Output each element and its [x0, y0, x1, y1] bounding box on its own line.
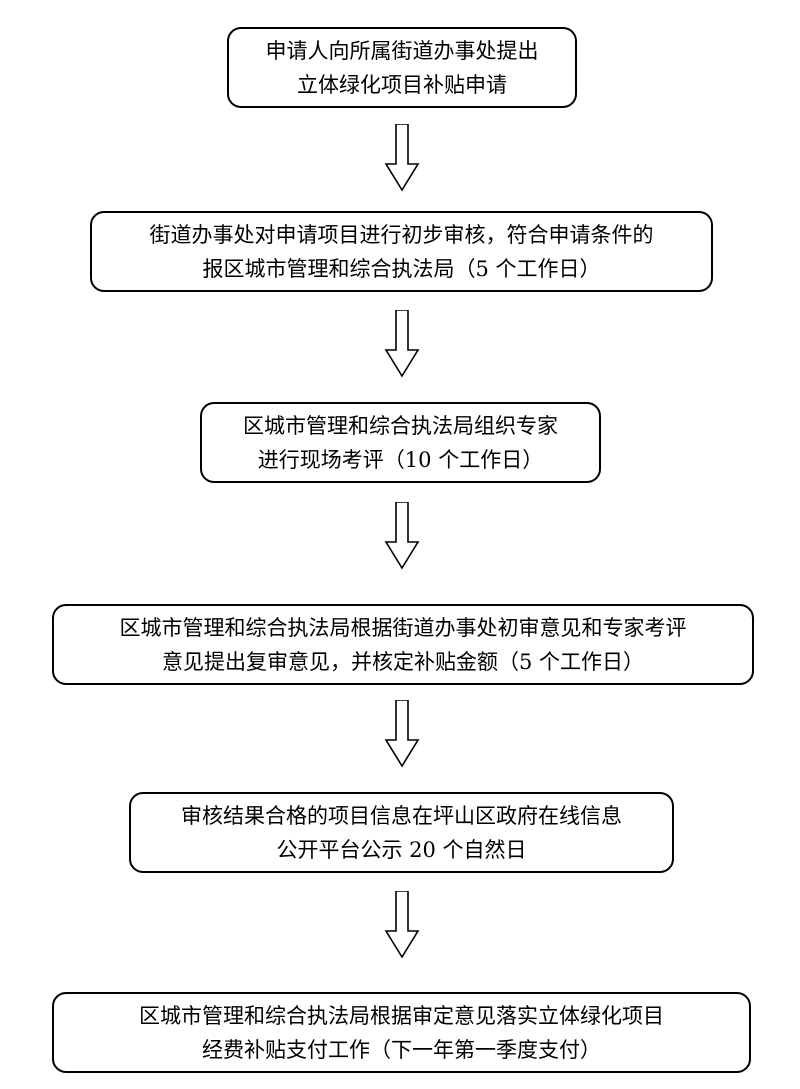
down-arrow-icon	[382, 310, 422, 378]
flow-step-3: 区城市管理和综合执法局组织专家 进行现场考评（10 个工作日）	[200, 402, 601, 483]
flow-step-1: 申请人向所属街道办事处提出 立体绿化项目补贴申请	[227, 27, 577, 108]
flow-step-5-line-1: 审核结果合格的项目信息在坪山区政府在线信息	[181, 803, 622, 828]
flow-step-5: 审核结果合格的项目信息在坪山区政府在线信息 公开平台公示 20 个自然日	[129, 792, 674, 873]
flow-step-4: 区城市管理和综合执法局根据街道办事处初审意见和专家考评 意见提出复审意见，并核定…	[52, 604, 754, 685]
flow-step-4-line-2: 意见提出复审意见，并核定补贴金额（5 个工作日）	[161, 649, 645, 674]
flow-step-3-line-1: 区城市管理和综合执法局组织专家	[243, 413, 558, 438]
flow-step-1-line-1: 申请人向所属街道办事处提出	[265, 38, 539, 63]
down-arrow-icon	[382, 124, 422, 192]
flow-step-5-line-2: 公开平台公示 20 个自然日	[276, 837, 527, 862]
flow-step-6: 区城市管理和综合执法局根据审定意见落实立体绿化项目 经费补贴支付工作（下一年第一…	[52, 992, 751, 1073]
flow-step-1-line-2: 立体绿化项目补贴申请	[297, 72, 507, 97]
flow-step-2-line-2: 报区城市管理和综合执法局（5 个工作日）	[202, 256, 601, 281]
down-arrow-icon	[382, 502, 422, 570]
down-arrow-icon	[382, 891, 422, 959]
flow-step-3-line-2: 进行现场考评（10 个工作日）	[257, 447, 544, 472]
down-arrow-icon	[382, 700, 422, 768]
flow-step-4-line-1: 区城市管理和综合执法局根据街道办事处初审意见和专家考评	[119, 615, 687, 640]
flow-step-2-line-1: 街道办事处对申请项目进行初步审核，符合申请条件的	[149, 222, 654, 247]
flow-step-6-line-1: 区城市管理和综合执法局根据审定意见落实立体绿化项目	[139, 1003, 664, 1028]
flow-step-6-line-2: 经费补贴支付工作（下一年第一季度支付）	[202, 1037, 601, 1062]
flow-step-2: 街道办事处对申请项目进行初步审核，符合申请条件的 报区城市管理和综合执法局（5 …	[90, 211, 713, 292]
